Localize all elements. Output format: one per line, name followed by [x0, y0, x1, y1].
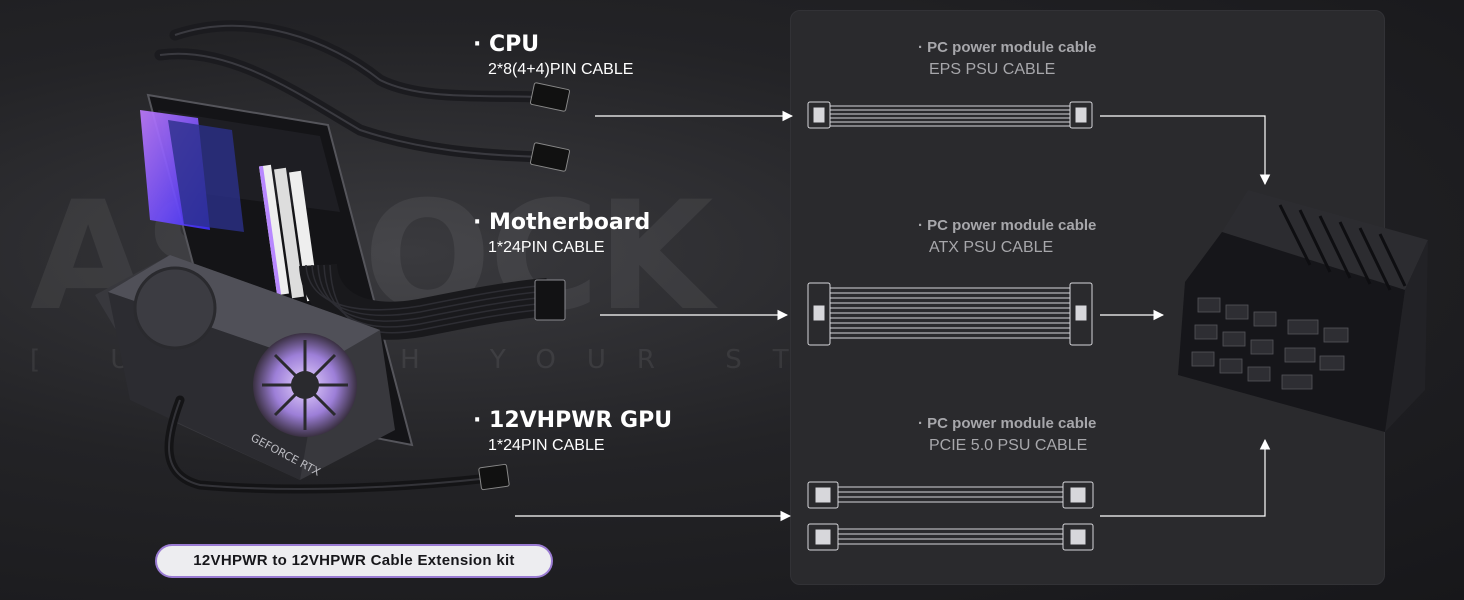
cpu-connector-2 [529, 142, 571, 172]
eps-module-title: · PC power module cable [918, 39, 1097, 56]
atx-module-title: · PC power module cable [918, 217, 1097, 234]
pcie-module-subtitle: PCIE 5.0 PSU CABLE [929, 437, 1088, 454]
cpu-connector [529, 82, 571, 112]
psu-unit [1178, 190, 1428, 432]
psu-sockets [1191, 297, 1349, 390]
atx-module-subtitle: ATX PSU CABLE [929, 239, 1054, 256]
eps-psu-cable [807, 101, 1093, 129]
pcie-to-psu-arrow [1100, 438, 1271, 517]
cpu-cable-subtitle: 2*8(4+4)PIN CABLE [488, 61, 634, 78]
pcie-module-title: · PC power module cable [918, 415, 1097, 432]
atx-psu-cable [807, 282, 1093, 346]
motherboard-cable-subtitle: 1*24PIN CABLE [488, 239, 605, 256]
atx-24pin-connector [534, 279, 566, 321]
gpu-cable-connector [478, 463, 510, 491]
gpu-cable-title: · 12VHPWR GPU [473, 408, 673, 433]
gpu-cable-subtitle: 1*24PIN CABLE [488, 437, 605, 454]
eps-to-psu-arrow [1100, 115, 1271, 186]
motherboard-cable-title: · Motherboard [473, 210, 651, 235]
extension-kit-badge: 12VHPWR to 12VHPWR Cable Extension kit [155, 544, 553, 578]
graphics-card: GEFORCE RTX [95, 255, 395, 480]
cpu-cable-title: · CPU [473, 32, 540, 57]
pc-build-illustration: GEFORCE RTX [95, 20, 571, 494]
eps-module-subtitle: EPS PSU CABLE [929, 61, 1056, 78]
pcie-psu-cable [807, 481, 1094, 551]
